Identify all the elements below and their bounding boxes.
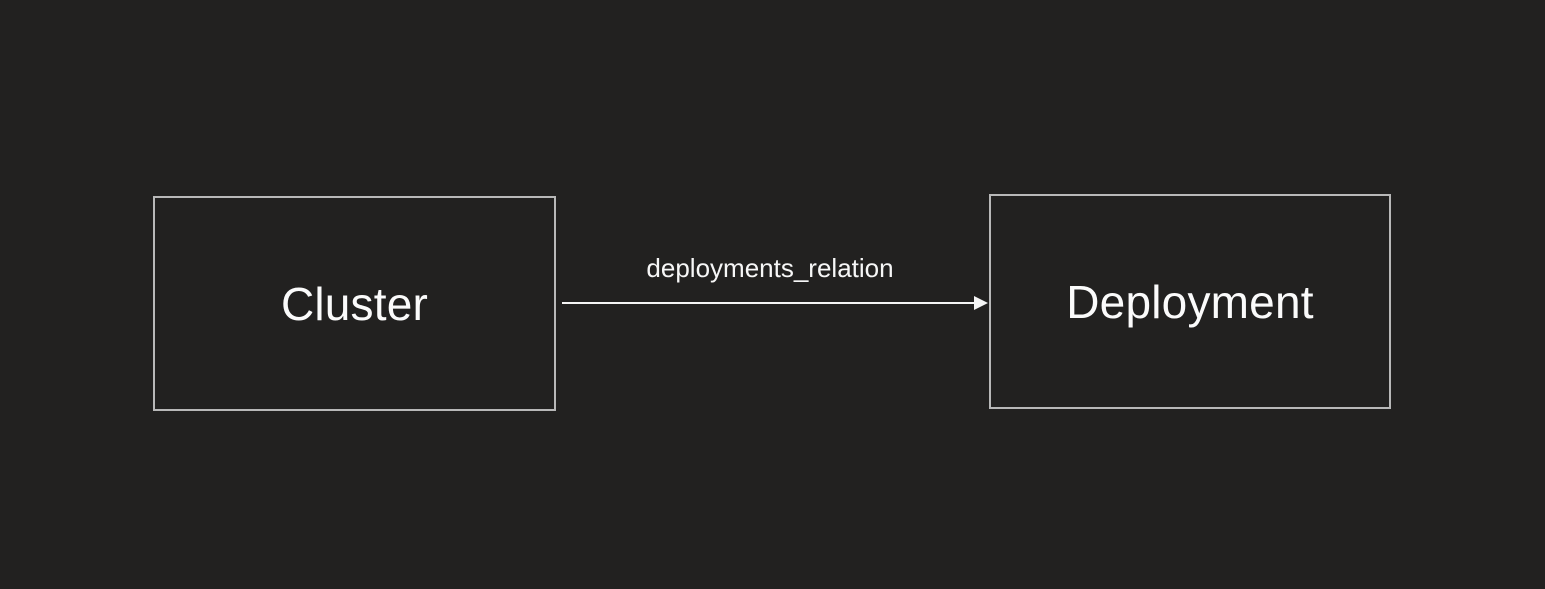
node-deployment-label: Deployment [1066,275,1314,328]
node-deployment[interactable]: Deployment [989,194,1391,409]
edge-label-deployments-relation: deployments_relation [646,253,894,283]
node-cluster-label: Cluster [280,277,429,330]
node-cluster[interactable]: Cluster [153,196,556,411]
arrowhead-icon [974,296,988,310]
edge-deployments-relation[interactable] [562,296,988,310]
